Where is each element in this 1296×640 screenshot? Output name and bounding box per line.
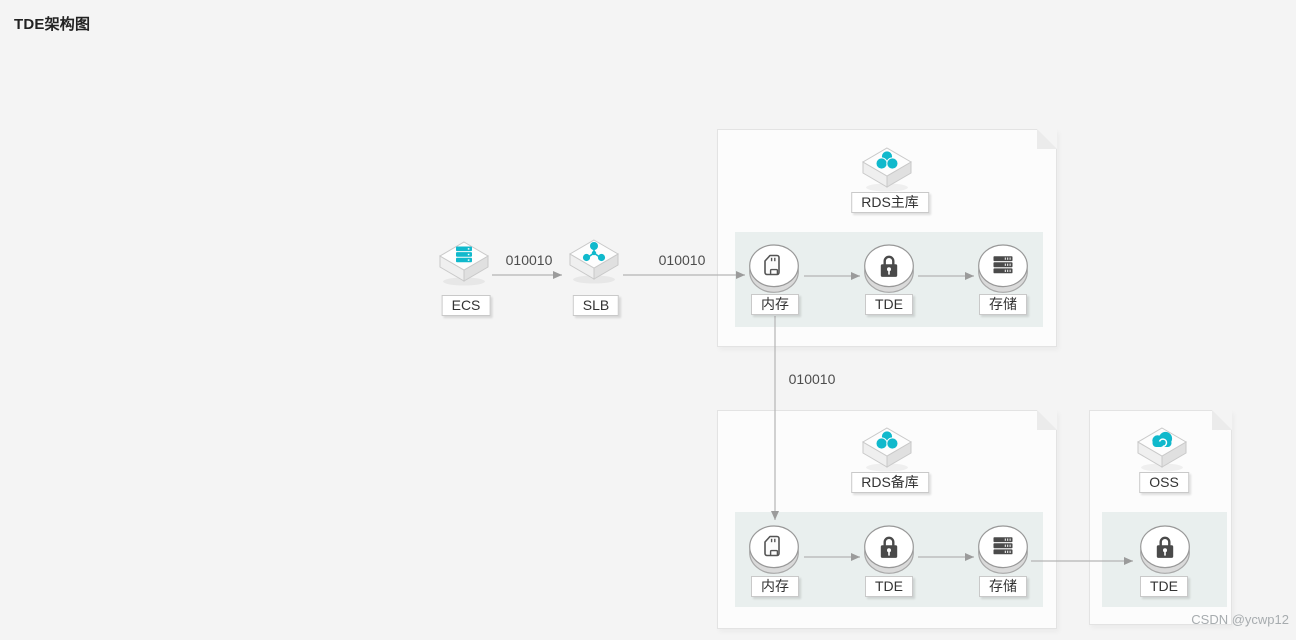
- watermark: CSDN @ycwp12: [1191, 612, 1289, 627]
- rds-master-icon: [861, 146, 913, 198]
- slb-label: SLB: [572, 295, 620, 316]
- edge-label-slb-rds: 010010: [658, 252, 706, 268]
- slave-storage-label: 存储: [979, 576, 1027, 597]
- storage-icon: [977, 244, 1029, 294]
- memory-card-icon: [748, 244, 800, 294]
- edge-label-ecs-slb: 010010: [505, 252, 553, 268]
- master-tde-label: TDE: [865, 294, 913, 315]
- storage-icon: [977, 525, 1029, 575]
- slb-icon: [568, 238, 620, 290]
- oss-icon: [1136, 426, 1188, 478]
- master-storage-label: 存储: [979, 294, 1027, 315]
- lock-icon: [1139, 525, 1191, 575]
- oss-tde-label: TDE: [1140, 576, 1188, 597]
- rds-slave-icon: [861, 426, 913, 478]
- lock-icon: [863, 244, 915, 294]
- lock-icon: [863, 525, 915, 575]
- ecs-label: ECS: [441, 295, 491, 316]
- memory-card-icon: [748, 525, 800, 575]
- slave-memory-label: 内存: [751, 576, 799, 597]
- page-title: TDE架构图: [14, 16, 91, 33]
- oss-label: OSS: [1139, 472, 1189, 493]
- slave-tde-label: TDE: [865, 576, 913, 597]
- edge-label-master-slave: 010010: [788, 371, 836, 387]
- rds-master-label: RDS主库: [851, 192, 929, 213]
- master-memory-label: 内存: [751, 294, 799, 315]
- rds-slave-label: RDS备库: [851, 472, 929, 493]
- ecs-icon: [438, 240, 490, 292]
